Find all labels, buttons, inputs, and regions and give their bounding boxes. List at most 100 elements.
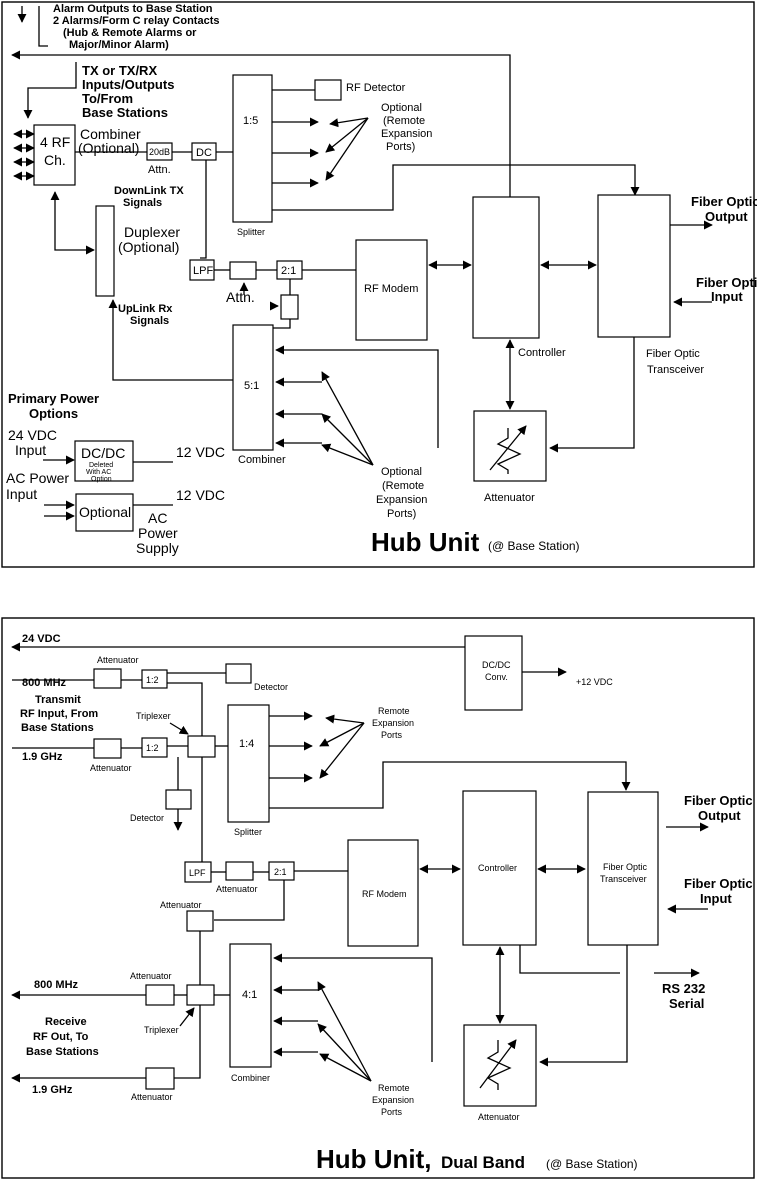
triplexer-tx-box bbox=[187, 735, 216, 758]
remote-ports-2-label-2: Expansion bbox=[372, 1095, 414, 1105]
attenuator-box bbox=[463, 1024, 537, 1107]
uplink-label-1: UpLink Rx bbox=[118, 303, 173, 315]
optional-pointer-3 bbox=[325, 117, 369, 181]
two-one-to-attn-rx-line bbox=[214, 880, 285, 921]
optional-ports-1-label-1: Optional bbox=[381, 102, 422, 114]
four-rf-label-1: 4 RF bbox=[40, 134, 70, 150]
splitter-to-transceiver-line bbox=[269, 761, 631, 809]
dcdc-conv-box bbox=[464, 635, 523, 711]
attenuator-to-combiner-line bbox=[275, 345, 439, 448]
dcdc-note-2: With AC bbox=[86, 469, 111, 476]
transceiver-box bbox=[597, 194, 671, 338]
transmit-label-3: Base Stations bbox=[21, 722, 94, 734]
ac-supply-label-1: AC bbox=[148, 510, 167, 526]
split-12-b-label: 1:2 bbox=[146, 743, 159, 753]
combiner-opt-label-1: Combiner bbox=[80, 126, 141, 142]
lpf-label: LPF bbox=[193, 265, 213, 277]
ac-supply-label-2: Power bbox=[138, 525, 178, 541]
fiber-out-label-2: Output bbox=[698, 808, 741, 823]
top-subtitle: (@ Base Station) bbox=[488, 539, 580, 553]
triplexer-rx-label: Triplexer bbox=[144, 1025, 179, 1035]
triplexer-to-attn19-line bbox=[174, 1005, 201, 1079]
controller-box bbox=[472, 196, 540, 339]
power-title-2: Options bbox=[29, 406, 78, 421]
optional-ports-2-label-4: Ports) bbox=[387, 508, 416, 520]
remote-pointer-1 bbox=[325, 714, 365, 724]
attenuator-rx-label: Attenuator bbox=[160, 900, 202, 910]
splitter-14-ratio: 1:4 bbox=[239, 738, 254, 750]
vdc12-b-label: 12 VDC bbox=[176, 487, 225, 503]
mhz800-rx-label: 800 MHz bbox=[34, 979, 79, 991]
transceiver-to-attenuator-line bbox=[539, 945, 628, 1067]
remote-ports-2-label-3: Ports bbox=[381, 1107, 403, 1117]
alarm-label-3: (Hub & Remote Alarms or bbox=[63, 27, 197, 39]
receive-label-3: Base Stations bbox=[26, 1046, 99, 1058]
remote-ports-2-label-1: Remote bbox=[378, 1083, 410, 1093]
two-one-label: 2:1 bbox=[281, 265, 296, 277]
bottom-subtitle: (@ Base Station) bbox=[546, 1157, 638, 1171]
rf-detector-label: RF Detector bbox=[346, 82, 406, 94]
splitter-14-label: Splitter bbox=[234, 827, 262, 837]
alarm-bracket bbox=[38, 6, 48, 47]
transceiver-label-1: Fiber Optic bbox=[646, 348, 700, 360]
ghz19-rx-label: 1.9 GHz bbox=[32, 1084, 73, 1096]
splitter-label: Splitter bbox=[237, 227, 265, 237]
optional-ports-2-label-2: (Remote bbox=[382, 480, 424, 492]
alarm-label-1: Alarm Outputs to Base Station bbox=[53, 3, 213, 15]
vdc24-input-label-2: Input bbox=[15, 442, 46, 458]
downlink-label-2: Signals bbox=[123, 197, 162, 209]
attenuator-label: Attenuator bbox=[484, 492, 535, 504]
triplexer-rx-pointer bbox=[179, 1007, 195, 1027]
attn-box-2 bbox=[280, 294, 299, 320]
ac-supply-label-3: Supply bbox=[136, 540, 179, 556]
combiner-to-duplexer-line bbox=[108, 299, 233, 381]
dc-label: DC bbox=[196, 147, 212, 159]
dcdc-label: DC/DC bbox=[81, 445, 125, 461]
rs232-label-2: Serial bbox=[669, 996, 704, 1011]
combiner-41-ratio: 4:1 bbox=[242, 989, 257, 1001]
txrx-label-3: To/From bbox=[82, 91, 133, 106]
triplexer-rx-box bbox=[186, 984, 215, 1006]
variable-attenuator-icon bbox=[479, 1039, 517, 1090]
optional-ports-1-label-2: (Remote bbox=[383, 115, 425, 127]
split-a-to-triplexer-line bbox=[167, 682, 203, 736]
combiner-opt-label-2: (Optional) bbox=[78, 140, 139, 156]
attenuator-rx-box bbox=[186, 910, 214, 932]
optional-ports-2-label-3: Expansion bbox=[376, 494, 427, 506]
four-rf-ch-box bbox=[33, 124, 76, 186]
controller-rs232-line bbox=[519, 945, 620, 974]
duplexer-label-2: (Optional) bbox=[118, 239, 179, 255]
controller-label: Controller bbox=[478, 863, 517, 873]
attenuator-rx19-box bbox=[145, 1067, 175, 1090]
combiner-41-label: Combiner bbox=[231, 1073, 270, 1083]
optional-pointer-4 bbox=[321, 371, 374, 466]
ghz19-tx-label: 1.9 GHz bbox=[22, 751, 63, 763]
attenuator-mid-box bbox=[225, 861, 254, 881]
remote-pointer-5 bbox=[317, 1023, 372, 1082]
optional-pointer-6 bbox=[321, 443, 374, 466]
combiner-label: Combiner bbox=[238, 454, 286, 466]
vdc24-input-label-1: 24 VDC bbox=[8, 427, 57, 443]
power-title-1: Primary Power bbox=[8, 391, 99, 406]
txrx-label-1: TX or TX/RX bbox=[82, 63, 157, 78]
attenuator-tx2-label: Attenuator bbox=[90, 763, 132, 773]
rf-modem-box bbox=[347, 839, 419, 947]
attenuator-label: Attenuator bbox=[478, 1112, 520, 1122]
transmit-label-1: Transmit bbox=[35, 694, 81, 706]
transceiver-label-2: Transceiver bbox=[647, 364, 704, 376]
splitter-14-box bbox=[227, 704, 270, 823]
top-diagram: Alarm Outputs to Base Station 2 Alarms/F… bbox=[1, 1, 757, 568]
receive-label-1: Receive bbox=[45, 1016, 87, 1028]
transceiver-label-2: Transceiver bbox=[600, 874, 647, 884]
top-frame bbox=[1, 1, 755, 568]
splitter-ratio: 1:5 bbox=[243, 115, 258, 127]
bottom-frame bbox=[1, 617, 755, 1179]
duplexer-label-1: Duplexer bbox=[124, 224, 180, 240]
optional-ac-box bbox=[75, 493, 134, 532]
split-12-a-label: 1:2 bbox=[146, 675, 159, 685]
fiber-out-label-1: Fiber Optic bbox=[684, 793, 753, 808]
fiber-in-label-2: Input bbox=[700, 891, 732, 906]
receive-label-2: RF Out, To bbox=[33, 1031, 89, 1043]
ac-input-label-2: Input bbox=[6, 486, 37, 502]
